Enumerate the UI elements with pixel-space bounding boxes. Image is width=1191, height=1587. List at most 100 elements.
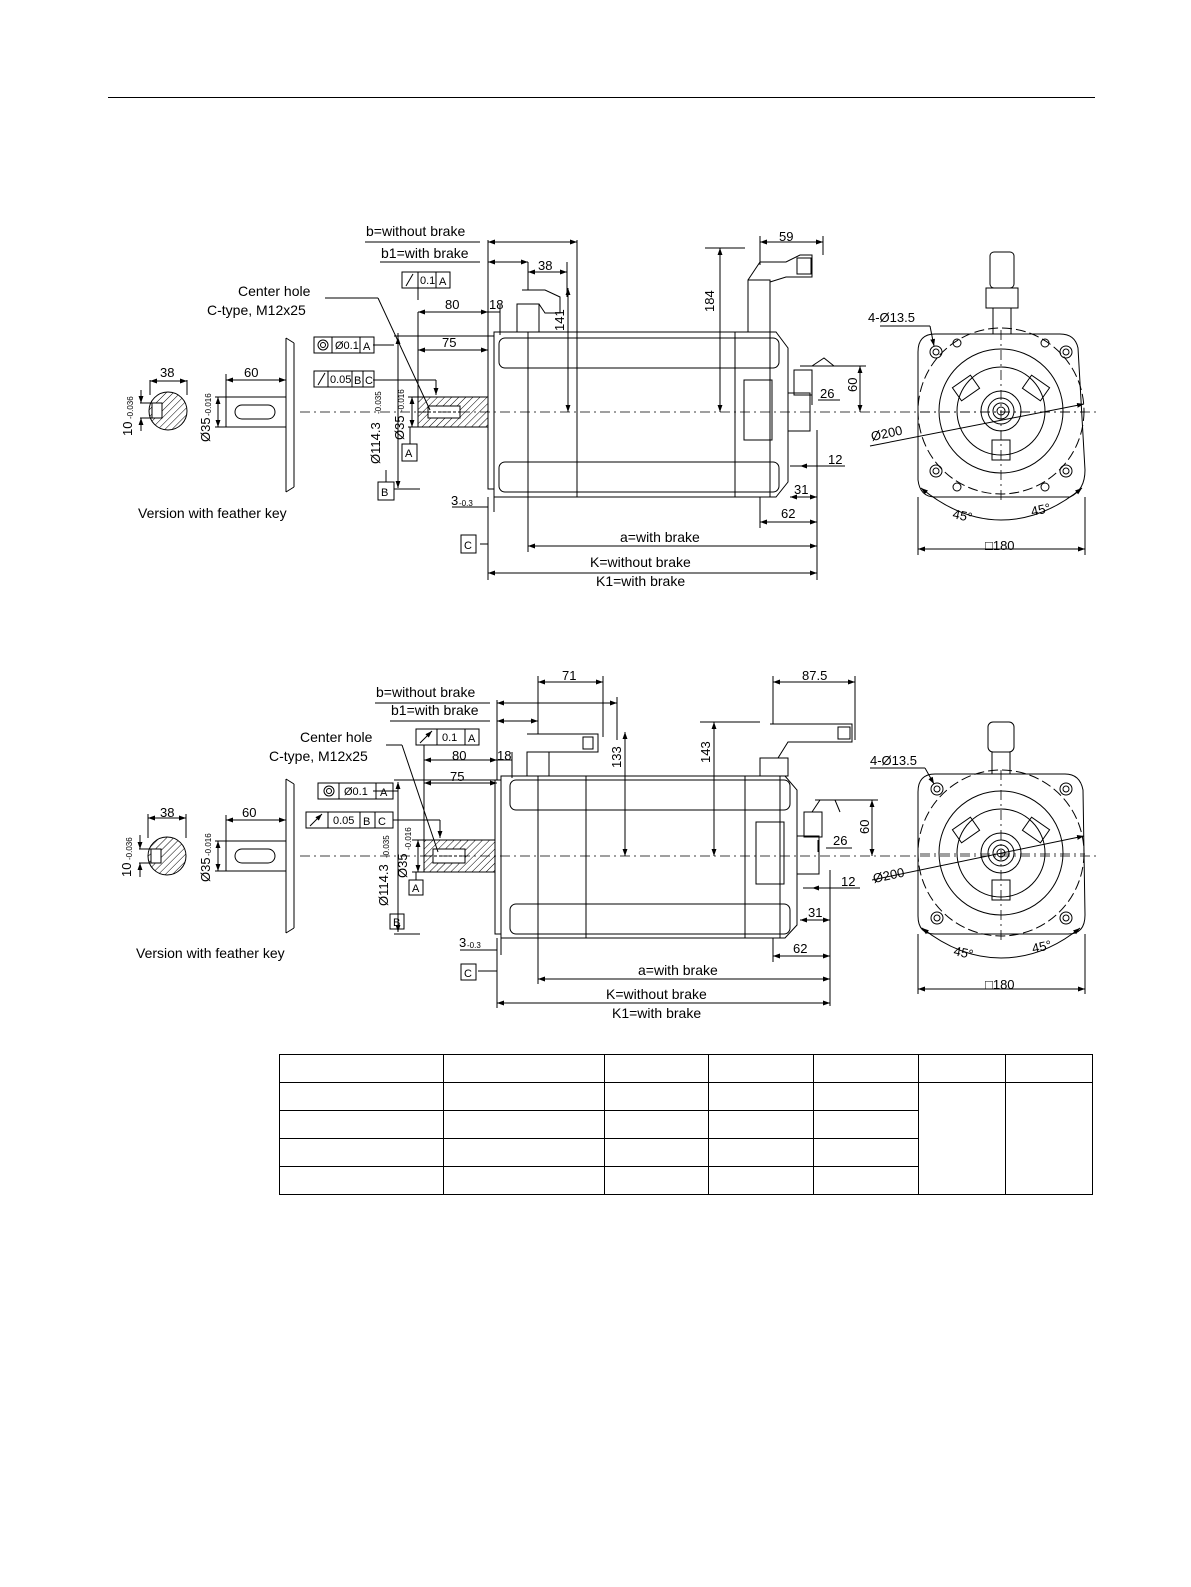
table-row [279, 1138, 1093, 1167]
dim-62: 62 [781, 506, 795, 521]
dim-133-2: 133 [609, 746, 624, 768]
dim-26-2: 26 [833, 833, 847, 848]
tol-concentric-datum-2: A [380, 787, 388, 799]
dim-3: 3 [451, 493, 458, 508]
dim-12: 12 [828, 452, 842, 467]
tol-runout-datum: A [439, 276, 447, 288]
tol-runout-datum-2: A [468, 733, 476, 745]
dim-80: 80 [445, 297, 459, 312]
label-square-2: □180 [985, 977, 1015, 992]
tol-runout-2: 0.1 [442, 732, 457, 744]
motor-shaft-2 [300, 839, 1100, 873]
table-row [279, 1110, 1093, 1139]
label-k1-2: K1=with brake [612, 1005, 701, 1021]
table-row [279, 1082, 1093, 1195]
label-b-2: b=without brake [376, 684, 475, 700]
dim-d114: Ø114.3 [368, 422, 383, 464]
dim-key-60: 60 [244, 365, 258, 380]
label-holes-2: 4-Ø13.5 [870, 753, 917, 768]
dim-75-2: 75 [450, 769, 464, 784]
label-feather-key: Version with feather key [138, 505, 287, 521]
dim-80-2: 80 [452, 748, 466, 763]
label-angle-right: 45° [1030, 500, 1052, 519]
dim-shaft-d35: Ø35 [392, 415, 407, 440]
dimension-table [279, 1054, 1093, 1195]
datum-a: A [405, 448, 413, 460]
drawing-2 [137, 676, 1100, 1008]
dim-shaft-d35-tol-2: -0.016 [404, 827, 413, 850]
tol-runout2-2: 0.05 [333, 815, 354, 827]
datum-c: C [464, 540, 472, 552]
dim-shaft-d35-2: Ø35 [395, 853, 410, 878]
drawing-1 [138, 236, 1100, 580]
label-b1: b1=with brake [381, 245, 469, 261]
motor-side-view [487, 254, 836, 498]
tol-concentric-datum: A [363, 341, 371, 353]
dim-key-10-2: 10 [119, 863, 134, 877]
dim-71-2: 71 [562, 668, 576, 683]
dim-key-10: 10 [120, 422, 135, 436]
dim-31-2: 31 [808, 905, 822, 920]
tol-concentric-2: Ø0.1 [344, 786, 368, 798]
dim-key-38-2: 38 [160, 805, 174, 820]
dim-143-2: 143 [698, 741, 713, 763]
label-feather-key-2: Version with feather key [136, 945, 285, 961]
dim-60-2: 60 [857, 820, 872, 834]
dim-3-2: 3 [459, 935, 466, 950]
dim-3-tol-2: -0.3 [467, 941, 481, 950]
label-k: K=without brake [590, 554, 691, 570]
dim-18: 18 [489, 297, 503, 312]
dim-12-2: 12 [841, 874, 855, 889]
dim-shaft-d35-tol: -0.016 [397, 389, 406, 412]
label-b1-2: b1=with brake [391, 702, 479, 718]
label-a: a=with brake [620, 529, 700, 545]
tol-runout2-datum-c: C [365, 375, 373, 387]
table-header-row [279, 1054, 1093, 1083]
tol-runout2: 0.05 [330, 374, 351, 386]
dim-key-38: 38 [160, 365, 174, 380]
dim-184: 184 [702, 290, 717, 312]
dim-key-10-tol: -0.036 [126, 396, 135, 419]
dim-38: 38 [538, 258, 552, 273]
label-pcd: Ø200 [870, 423, 904, 444]
datum-b-2: B [393, 917, 400, 929]
tol-runout2-datum-b: B [354, 375, 361, 387]
dim-key-d35-tol: -0.016 [204, 393, 213, 416]
label-center-hole-type: C-type, M12x25 [207, 302, 306, 318]
label-angle-left-2: 45° [952, 943, 974, 962]
label-a-2: a=with brake [638, 962, 718, 978]
dim-141: 141 [552, 309, 567, 331]
label-square: □180 [985, 538, 1015, 553]
label-center-hole: Center hole [238, 283, 311, 299]
dim-key-d35-tol-2: -0.016 [204, 833, 213, 856]
header-rule [108, 97, 1095, 98]
label-center-hole-type-2: C-type, M12x25 [269, 748, 368, 764]
label-angle-right-2: 45° [1031, 937, 1053, 956]
label-pcd-2: Ø200 [872, 865, 906, 886]
dim-18-2: 18 [497, 748, 511, 763]
feather-key-section [138, 378, 188, 431]
label-holes: 4-Ø13.5 [868, 310, 915, 325]
table-row [279, 1166, 1093, 1195]
dim-62-2: 62 [793, 941, 807, 956]
dim-key-10-tol-2: -0.036 [125, 837, 134, 860]
dim-26: 26 [820, 386, 834, 401]
motor-side-view-2 [494, 723, 853, 939]
flange-end-view [869, 251, 1086, 555]
dim-75: 75 [442, 335, 456, 350]
label-center-hole-2: Center hole [300, 729, 373, 745]
tol-runout: 0.1 [420, 275, 435, 287]
dim-3-tol: -0.3 [459, 499, 473, 508]
feather-key-shaft-2 [215, 778, 295, 934]
tol-runout2-datum-c-2: C [378, 816, 386, 828]
drawing-1-labels: b=without brake b1=with brake Center hol… [120, 223, 1052, 589]
label-angle-left: 45° [951, 506, 973, 525]
flange-end-view-2 [870, 721, 1086, 994]
datum-a-2: A [412, 883, 420, 895]
dim-d114-tol-2: -0.035 [382, 835, 391, 858]
dim-d114-tol: -0.035 [374, 391, 383, 414]
dim-d114-2: Ø114.3 [376, 864, 391, 906]
label-k-2: K=without brake [606, 986, 707, 1002]
tol-runout2-datum-b-2: B [363, 816, 370, 828]
